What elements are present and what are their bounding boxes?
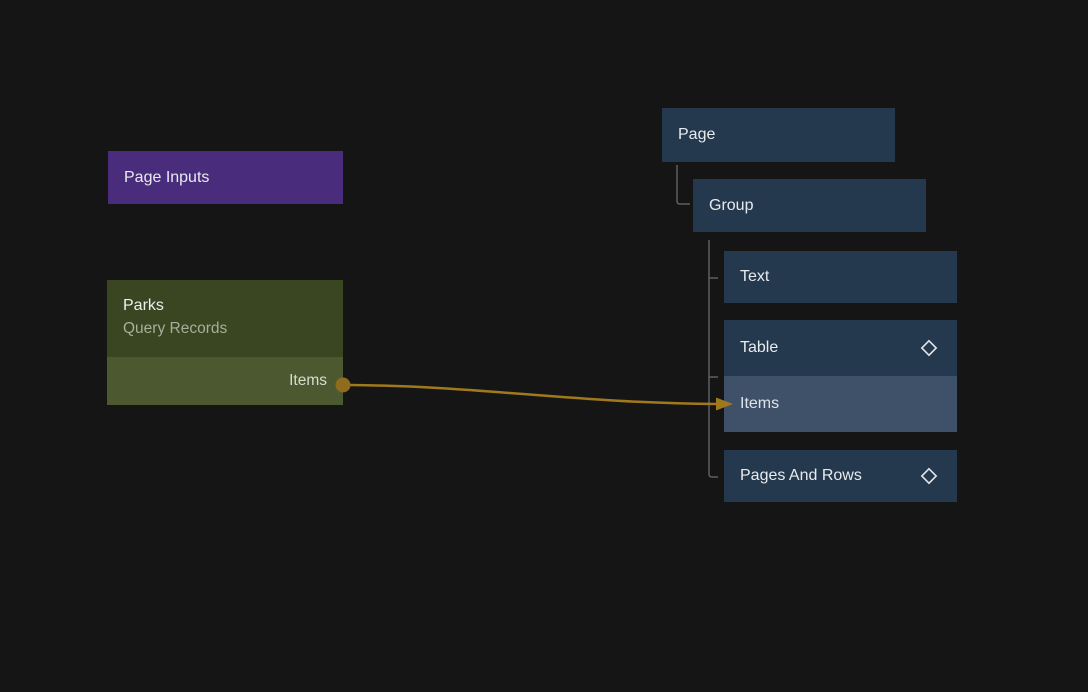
tree-node-group[interactable]: Group <box>693 179 926 232</box>
node-page-inputs-label: Page Inputs <box>124 168 210 186</box>
parks-header: Parks Query Records <box>107 280 343 357</box>
tree-node-page-label: Page <box>678 126 716 143</box>
parks-title: Parks <box>123 297 164 314</box>
parks-subtitle: Query Records <box>123 320 228 337</box>
node-page-inputs[interactable]: Page Inputs <box>108 151 343 204</box>
node-parks-query[interactable]: Parks Query Records Items <box>107 280 343 405</box>
tree-node-pages-and-rows-label: Pages And Rows <box>740 467 862 484</box>
tree-node-table-header-row[interactable]: Table <box>724 320 957 376</box>
tree-node-text[interactable]: Text <box>724 251 957 303</box>
edge-parks-items-to-table-items[interactable] <box>349 383 718 406</box>
tree-node-table-input-port-label: Items <box>740 395 780 412</box>
diamond-icon <box>920 339 938 357</box>
parks-output-port-label: Items <box>289 372 327 389</box>
tree-node-text-label: Text <box>740 268 770 285</box>
tree-node-group-label: Group <box>709 196 754 214</box>
tree-node-pages-and-rows[interactable]: Pages And Rows <box>724 450 957 502</box>
connector-group-trunk <box>708 240 718 478</box>
tree-node-table[interactable]: Table Items <box>724 320 957 432</box>
connector-page-group <box>676 165 690 205</box>
diamond-icon <box>920 467 938 485</box>
parks-output-port-row[interactable]: Items <box>107 357 343 405</box>
tree-node-table-label: Table <box>740 339 779 356</box>
tree-node-table-input-port-items[interactable]: Items <box>724 376 957 432</box>
tree-node-page[interactable]: Page <box>662 108 895 162</box>
